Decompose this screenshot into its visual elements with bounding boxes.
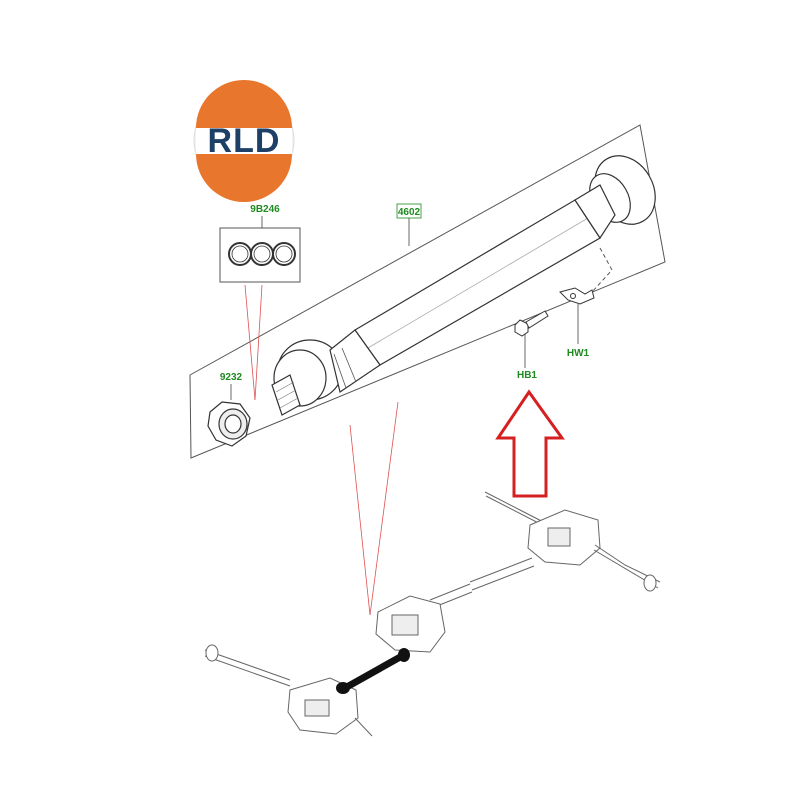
callout-nut: 9232 [220, 372, 243, 400]
callout-o-rings: 9B246 [250, 204, 280, 228]
callout-bracket-label: HW1 [567, 348, 590, 359]
o-ring-3 [272, 242, 296, 266]
bracket [559, 247, 613, 305]
driveline-overview [204, 491, 661, 737]
driveshaft [271, 155, 656, 416]
leader-lines [244, 284, 399, 616]
callout-driveshaft: 4602 [396, 203, 422, 246]
callout-o-rings-label: 9B246 [250, 204, 280, 215]
exploded-view-frame [189, 124, 666, 459]
nut [207, 401, 251, 447]
rld-logo: RLD [193, 80, 295, 202]
callout-driveshaft-label: 4602 [398, 207, 421, 218]
callout-bracket: HW1 [567, 304, 590, 359]
callout-nut-label: 9232 [220, 372, 243, 383]
callout-bolt-label: HB1 [517, 370, 537, 381]
front-propshaft-highlight [336, 648, 410, 694]
o-rings-box [219, 227, 301, 283]
callout-bolt: HB1 [517, 334, 537, 381]
logo-text: RLD [208, 122, 281, 160]
bolt [514, 310, 549, 337]
arrow-indicator [495, 389, 565, 498]
